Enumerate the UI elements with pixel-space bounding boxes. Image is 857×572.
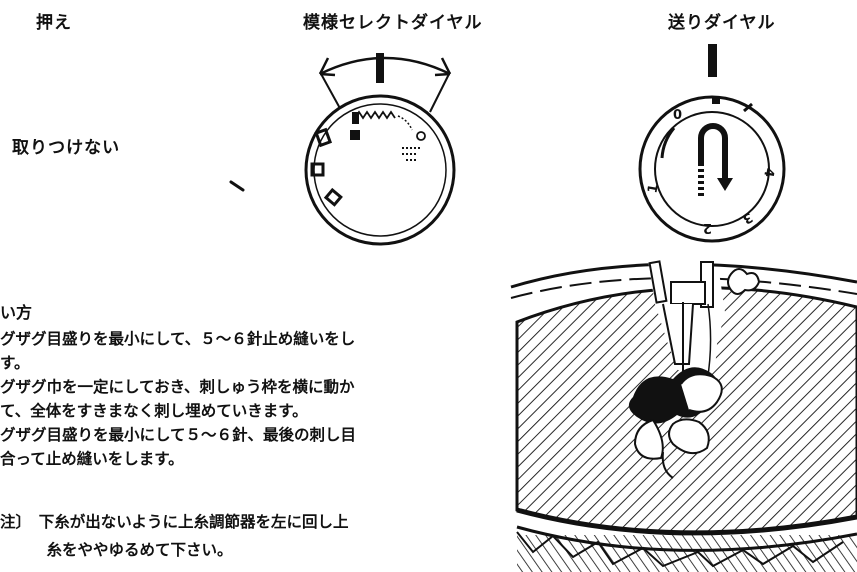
presser-foot-heading: 押え <box>36 13 72 33</box>
buttonhole-symbol-2-icon <box>310 162 325 177</box>
buttonhole-symbol-3-icon <box>323 187 343 207</box>
feed-dial-heading: 送りダイヤル <box>668 13 776 33</box>
feed-number-0: 0 <box>673 108 682 123</box>
feed-dial-outer-ring <box>638 95 786 243</box>
instruction-line: グザグ巾を一定にしておき、刺しゅう枠を横に動か <box>0 377 355 396</box>
presser-foot-clamp <box>670 281 706 305</box>
thread-tension-note: 注〕 下糸が出ないように上糸調節器を左に回し上 糸をややゆるめて下さい。 <box>0 508 500 564</box>
buttonhole-symbol-1-icon <box>314 127 333 148</box>
stray-mark <box>229 180 245 192</box>
reverse-arrow-head-icon <box>717 178 733 191</box>
feed-dial-illustration: 0 1 2 3 4 <box>638 44 786 243</box>
dial-indicator-mark <box>376 53 384 83</box>
satin-bar-icon <box>352 112 359 124</box>
feed-dial-tick <box>743 102 753 113</box>
zigzag-pattern-icon <box>354 110 396 120</box>
feed-range-arc <box>660 127 676 159</box>
range-arc-left-arrow-icon <box>318 57 336 77</box>
pattern-select-dial-heading: 模様セレクトダイヤル <box>303 13 483 33</box>
note-line: 糸をややゆるめて下さい。 <box>0 540 233 559</box>
clover-petal-left <box>633 418 664 460</box>
satin-block-icon <box>350 130 360 140</box>
instruction-line: グザグ目盛りを最小にして、５～６針止め縫いをし <box>0 329 356 348</box>
instructions-title: い方 <box>0 303 33 322</box>
feed-number-1: 1 <box>645 183 661 195</box>
instruction-line: て、全体をすきまなく刺し埋めていきます。 <box>0 401 308 420</box>
instruction-line: 合って止め縫いをします。 <box>0 449 184 468</box>
pattern-select-dial-illustration <box>304 53 456 246</box>
clover-stem <box>661 451 674 479</box>
pattern-dial-inner-ring <box>313 103 447 237</box>
clover-petal-right <box>668 418 710 455</box>
note-line: 注〕 下糸が出ないように上糸調節器を左に回し上 <box>0 512 349 531</box>
hoop-outer-rim-bottom <box>516 507 857 536</box>
range-left-line <box>319 71 343 113</box>
feed-dial-small-mark <box>712 98 720 104</box>
feed-number-2: 2 <box>703 220 712 235</box>
range-arc-right-arrow-icon <box>434 57 452 77</box>
straight-stitch-dotted-icon <box>402 147 420 161</box>
range-right-line <box>429 71 451 113</box>
usage-instructions: い方 グザグ目盛りを最小にして、５～６針止め縫いをし す。 グザグ巾を一定にして… <box>0 301 500 471</box>
pattern-dots-icon <box>397 115 413 131</box>
presser-foot-note: 取りつけない <box>12 138 121 158</box>
pattern-circle-icon <box>416 131 426 141</box>
thread-spool-icon <box>727 268 761 295</box>
feed-number-4: 4 <box>760 167 776 179</box>
feed-dial-inner-ring <box>654 111 770 227</box>
pattern-dial-outer-ring <box>304 94 456 246</box>
embroidery-hoop-illustration <box>510 260 857 572</box>
presser-bar-left <box>648 260 668 304</box>
instruction-line: グザグ目盛りを最小にして５～６針、最後の刺し目 <box>0 425 357 444</box>
instruction-line: す。 <box>0 353 30 372</box>
feed-dial-indicator-mark <box>708 44 717 77</box>
range-arc <box>319 56 451 76</box>
fabric-lower-hatch <box>517 535 857 572</box>
clover-petal-top-right <box>680 373 723 413</box>
reverse-u-turn-arrow-icon <box>698 123 728 182</box>
